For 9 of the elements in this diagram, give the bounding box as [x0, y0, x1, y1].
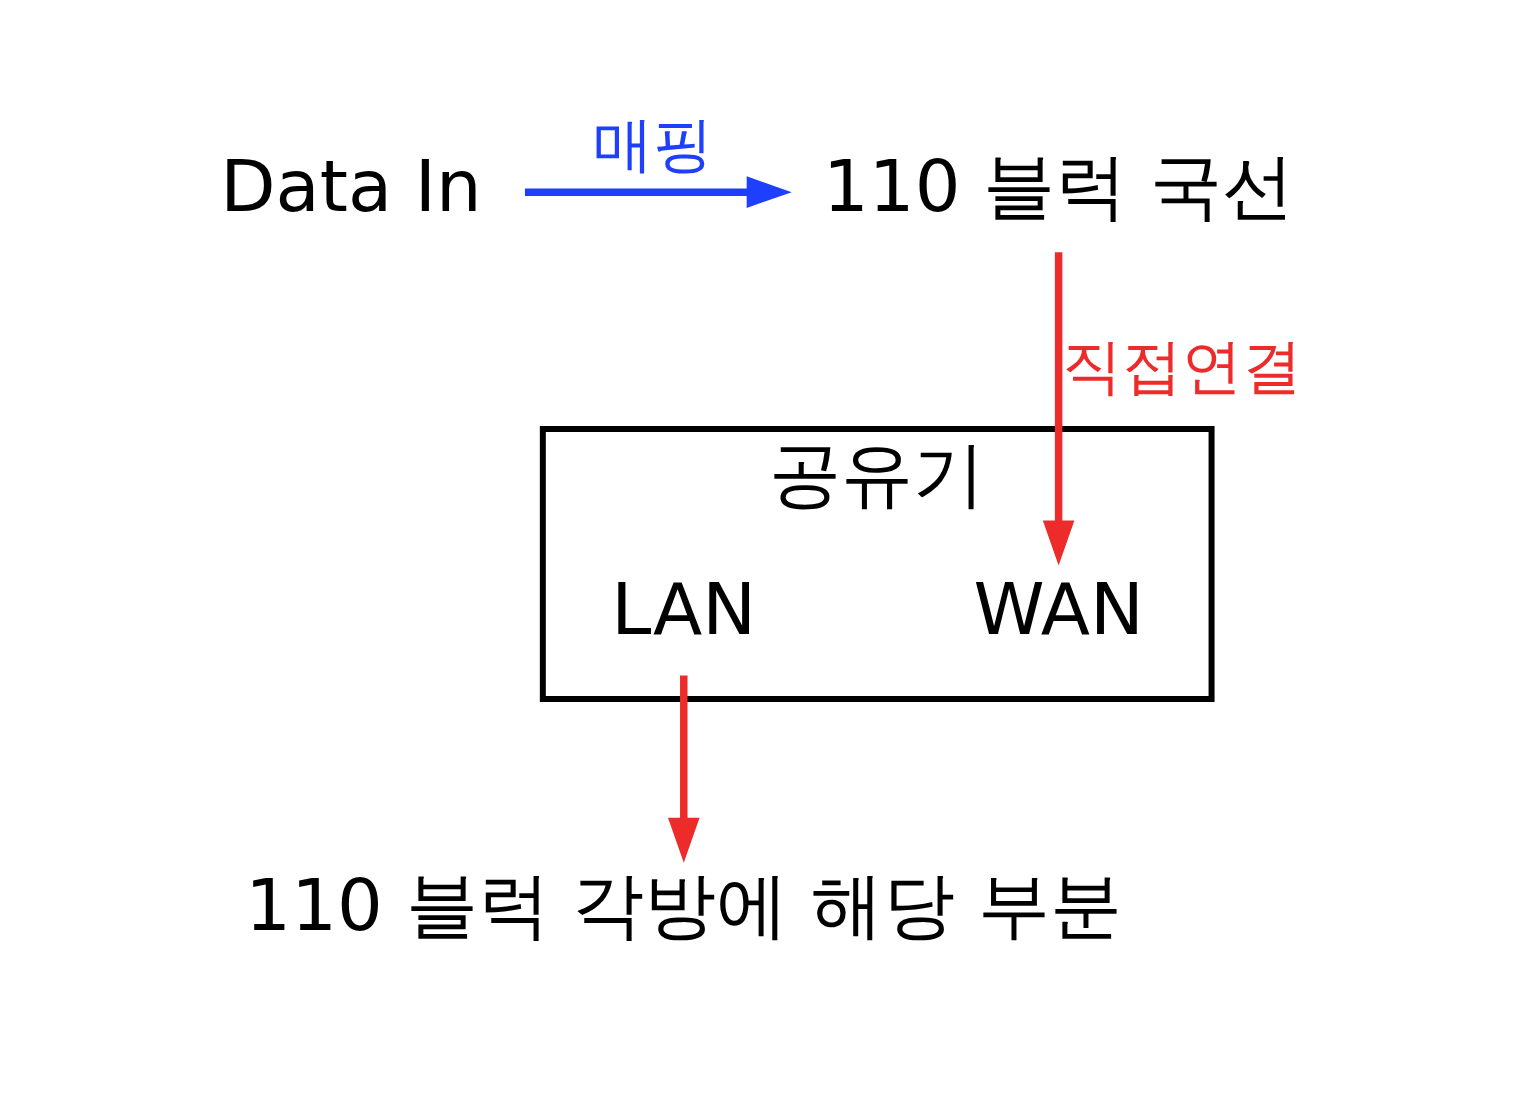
edge-label: 매핑 [593, 109, 714, 180]
arrow [668, 675, 700, 863]
node-text: WAN [973, 566, 1144, 651]
node-text: 110 블럭 국선 [823, 143, 1295, 228]
arrow [524, 176, 792, 208]
node-text: Data In [220, 143, 482, 228]
edge-label: 직접연결 [1061, 331, 1302, 402]
node-text: LAN [611, 566, 757, 651]
node-text: 110 블럭 각방에 해당 부분 [245, 863, 1123, 948]
